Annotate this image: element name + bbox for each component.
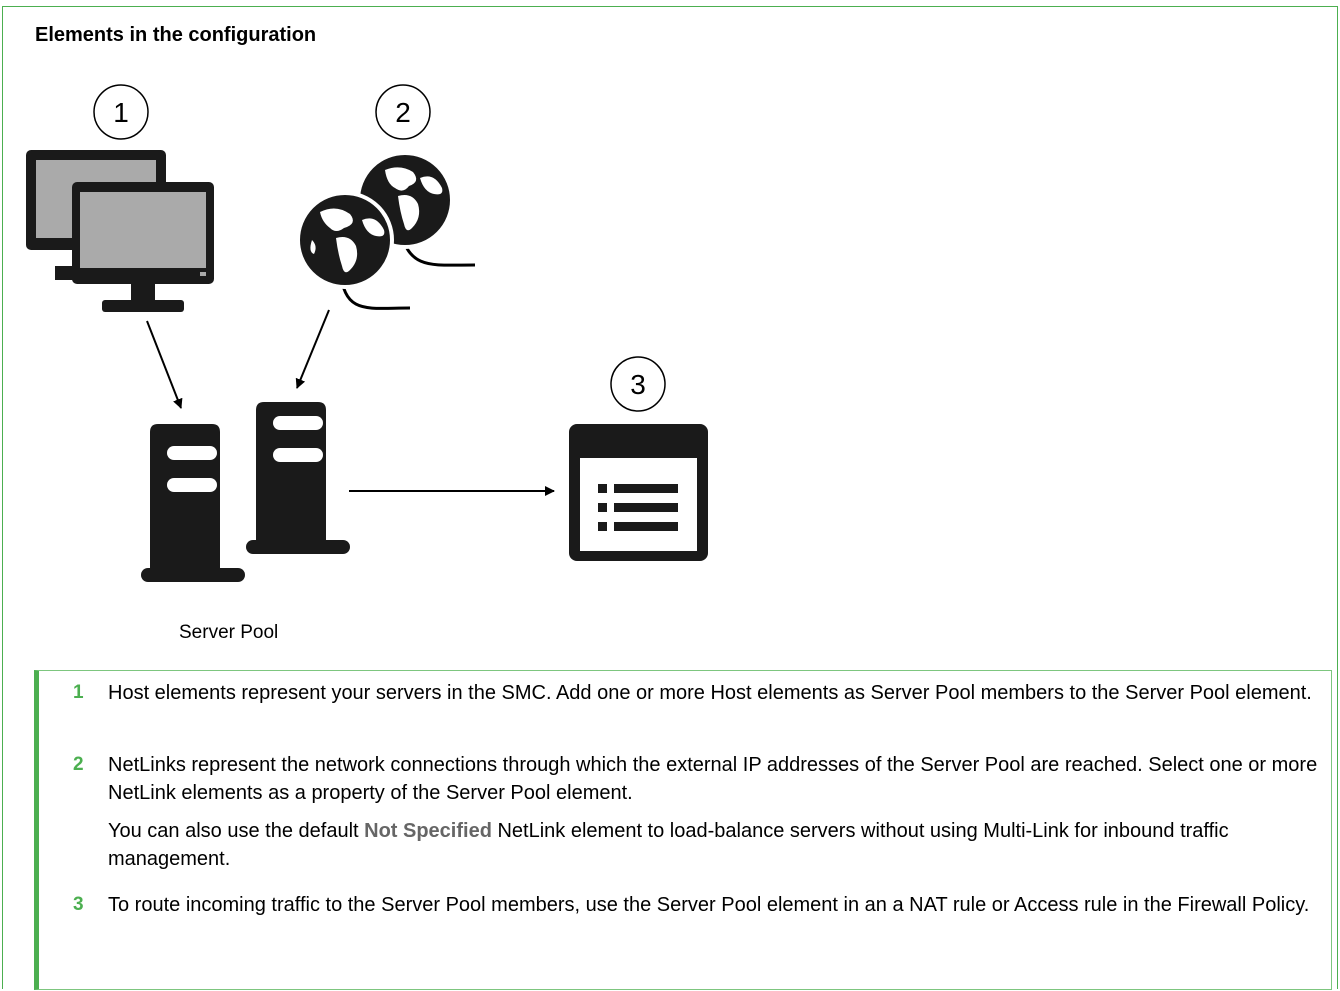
callout-3: 3 — [610, 356, 666, 412]
callout-2: 2 — [375, 84, 431, 140]
server-pool-label: Server Pool — [179, 622, 279, 643]
arrow-hosts-to-pool — [146, 320, 183, 409]
host-computers-icon — [26, 150, 214, 312]
legend-note: You can also use the default Not Specifi… — [108, 820, 1229, 870]
figure-title: Elements in the configuration — [35, 24, 317, 46]
server-pool-icon — [141, 402, 350, 582]
svg-text:2: 2 — [395, 97, 411, 128]
legend-number: 3 — [73, 894, 84, 915]
svg-text:3: 3 — [630, 369, 646, 400]
figure-frame — [2, 6, 1338, 989]
configuration-diagram: 1 2 3 — [26, 84, 708, 582]
not-specified-term: Not Specified — [364, 820, 492, 842]
legend-box: 1 Host elements represent your servers i… — [34, 670, 1332, 990]
arrow-netlinks-to-pool — [295, 309, 330, 389]
netlink-globes-icon — [296, 151, 476, 310]
legend-text: NetLinks represent the network connectio… — [108, 754, 1318, 804]
legend-text: Host elements represent your servers in … — [108, 682, 1312, 704]
callout-1: 1 — [93, 84, 149, 140]
firewall-policy-icon — [569, 424, 708, 561]
legend-number: 2 — [73, 754, 84, 775]
legend-text: To route incoming traffic to the Server … — [108, 894, 1310, 916]
legend-number: 1 — [73, 682, 84, 703]
svg-text:1: 1 — [113, 97, 129, 128]
